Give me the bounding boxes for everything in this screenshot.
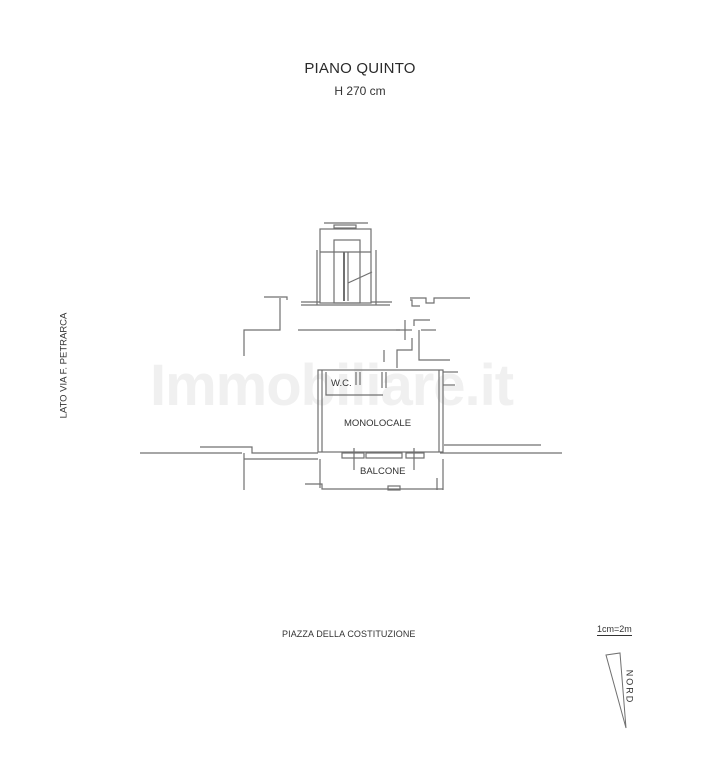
front-street-label: PIAZZA DELLA COSTITUZIONE [282,629,416,639]
north-label: NORD [624,669,635,705]
floor-title: PIANO QUINTO [304,60,416,77]
ceiling-height: H 270 cm [334,84,386,98]
corridor-walls [383,297,470,368]
stair-block [301,222,392,306]
room-label-balcone: BALCONE [360,466,406,477]
side-street-label: LATO VIA F. PETRARCA [58,312,70,419]
scale-label: 1cm=2m [597,624,632,636]
facade-walls [140,446,562,491]
room-label-wc: W.C. [331,378,352,389]
room-label-monolocale: MONOLOCALE [344,418,412,429]
left-walls [243,296,400,356]
north-arrow [605,652,627,729]
apartment-walls [317,369,541,453]
